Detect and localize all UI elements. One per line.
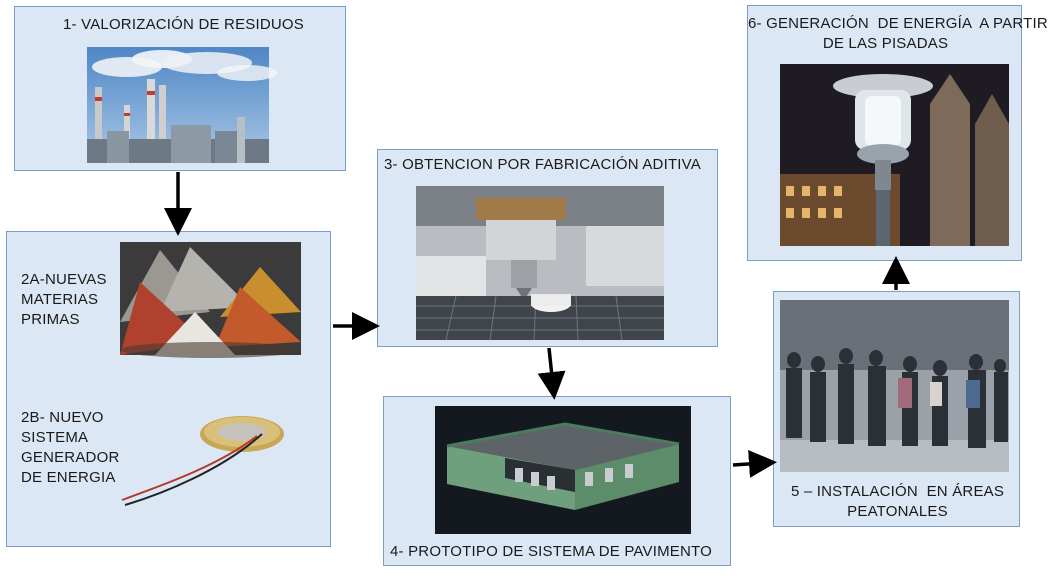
step-5-line-1: 5 – INSTALACIÓN EN ÁREAS xyxy=(790,483,1005,500)
step-2b-line-4: DE ENERGIA xyxy=(21,469,116,486)
step-4-title: 4- PROTOTIPO DE SISTEMA DE PAVIMENTO xyxy=(390,543,712,560)
step-1-title: 1- VALORIZACIÓN DE RESIDUOS xyxy=(63,16,304,33)
step-6-title: 6- GENERACIÓN DE ENERGÍA A PARTIR DE LAS… xyxy=(748,14,1048,54)
step-2a-title: 2A-NUEVAS MATERIAS PRIMAS xyxy=(21,270,131,330)
step-2a-line-3: PRIMAS xyxy=(21,311,80,328)
mineral-powders-image xyxy=(120,242,301,358)
step-5-title: 5 – INSTALACIÓN EN ÁREAS PEATONALES xyxy=(774,482,1021,522)
step-1-box: 1- VALORIZACIÓN DE RESIDUOS xyxy=(14,6,346,171)
piezo-disc-image xyxy=(117,412,307,507)
step-4-box: 4- PROTOTIPO DE SISTEMA DE PAVIMENTO xyxy=(383,396,731,566)
step-2-box: 2A-NUEVAS MATERIAS PRIMAS 2B- NUEVO SIST… xyxy=(6,231,331,547)
step-2a-line-2: MATERIAS xyxy=(21,291,99,308)
arrow-4-to-5 xyxy=(732,449,777,478)
step-2b-line-2: SISTEMA xyxy=(21,429,89,446)
step-6-line-1: 6- GENERACIÓN DE ENERGÍA A PARTIR xyxy=(748,15,1048,32)
pavement-prototype-image xyxy=(435,406,691,534)
arrow-3-to-4 xyxy=(537,347,566,400)
flow-arrows xyxy=(164,172,910,478)
step-5-box: 5 – INSTALACIÓN EN ÁREAS PEATONALES xyxy=(773,291,1020,527)
step-3-title: 3- OBTENCION POR FABRICACIÓN ADITIVA xyxy=(384,156,701,173)
step-2b-title: 2B- NUEVO SISTEMA GENERADOR DE ENERGIA xyxy=(21,408,131,488)
step-2a-line-1: 2A-NUEVAS xyxy=(21,271,107,288)
step-2b-line-3: GENERADOR xyxy=(21,449,120,466)
step-3-box: 3- OBTENCION POR FABRICACIÓN ADITIVA xyxy=(377,149,718,347)
step-6-box: 6- GENERACIÓN DE ENERGÍA A PARTIR DE LAS… xyxy=(747,5,1048,261)
step-2b-line-1: 2B- NUEVO xyxy=(21,409,104,426)
step-6-line-2: DE LAS PISADAS xyxy=(822,35,949,52)
industrial-chimneys-image xyxy=(87,47,277,163)
street-lamp-image xyxy=(780,64,1009,246)
3d-printer-image xyxy=(416,186,664,341)
step-5-line-2: PEATONALES xyxy=(847,503,948,520)
pedestrians-image xyxy=(780,300,1009,472)
